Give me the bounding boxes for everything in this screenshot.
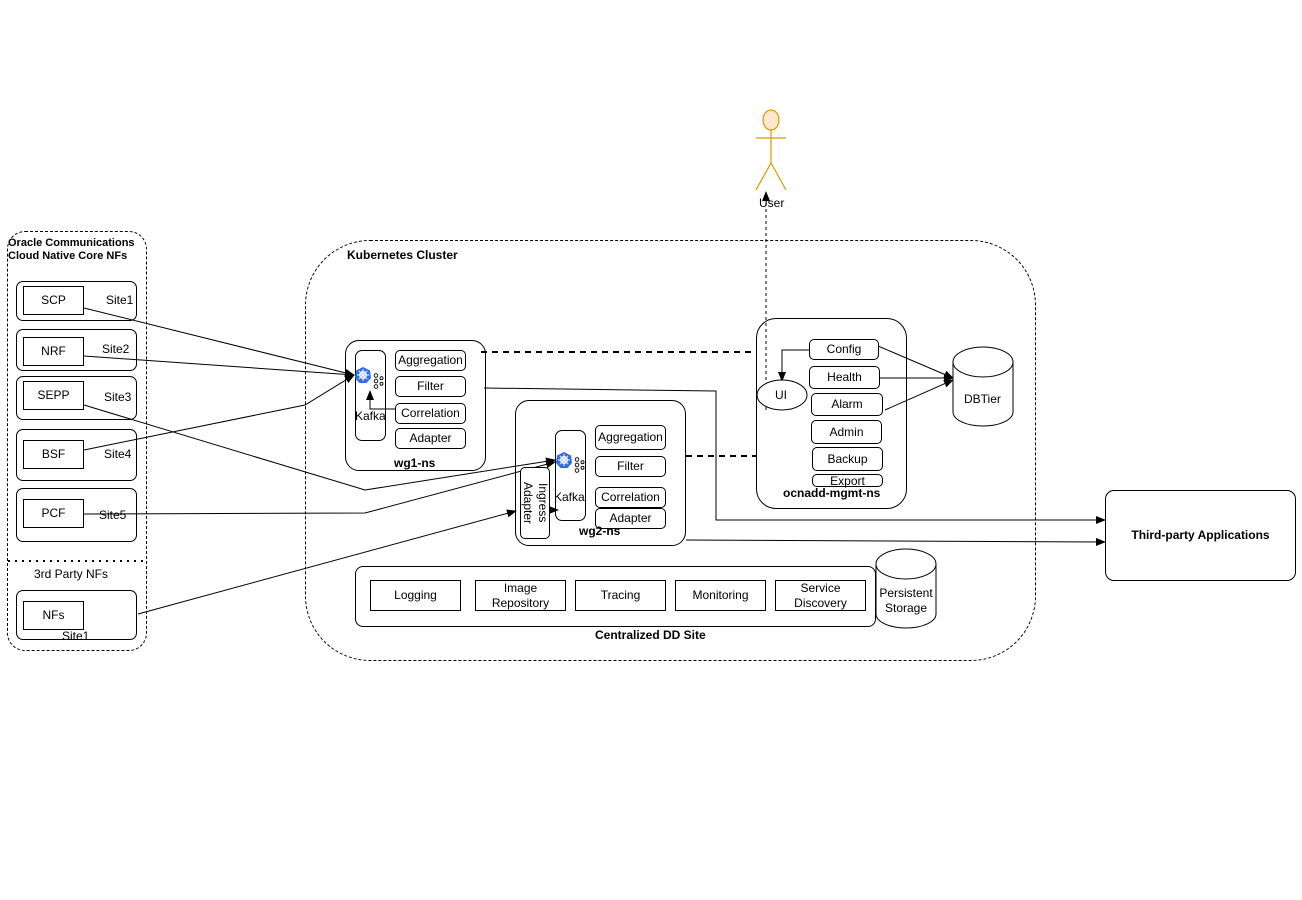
central-logging[interactable]: Logging: [370, 580, 461, 611]
mgmt-backup[interactable]: Backup: [812, 447, 883, 471]
wg1-filter[interactable]: Filter: [395, 376, 466, 397]
nf-site-pcf: [16, 488, 137, 542]
nf-nrf[interactable]: NRF: [23, 337, 84, 366]
nf-sepp-site: Site3: [104, 390, 132, 404]
edge-scp-wg1: [83, 307, 355, 377]
cluster-title: Kubernetes Cluster: [347, 248, 458, 262]
ui-ellipse: [756, 379, 808, 411]
mgmt-ui[interactable]: UI: [775, 388, 787, 402]
mgmt-name: ocnadd-mgmt-ns: [783, 486, 881, 500]
kafka-icon: [373, 373, 384, 389]
central-service-discovery[interactable]: Service Discovery: [775, 580, 866, 611]
centralized-dd-site: [355, 566, 876, 627]
nf-site-thirdparty: [16, 590, 137, 640]
third-party-nfs-label: 3rd Party NFs: [34, 567, 109, 581]
wg1-adapter[interactable]: Adapter: [395, 428, 466, 449]
dbtier-cylinder-icon: [952, 346, 1014, 427]
nf-panel-title-1: Oracle Communications: [8, 237, 135, 249]
wg2-correlation[interactable]: Correlation: [595, 487, 666, 508]
nf-pcf[interactable]: PCF: [23, 499, 84, 528]
wg1-kafka-label: Kafka: [355, 409, 386, 423]
central-image-repository[interactable]: Image Repository: [475, 580, 566, 611]
mgmt-export[interactable]: Export: [812, 474, 883, 487]
nf-thirdparty[interactable]: NFs: [23, 601, 84, 630]
nf-scp-site: Site1: [106, 293, 134, 307]
edge-alarm-db: [884, 379, 954, 411]
nf-sepp[interactable]: SEPP: [23, 381, 84, 410]
third-party-applications[interactable]: Third-party Applications: [1105, 490, 1296, 581]
edge-nfs-ingress: [137, 509, 517, 615]
storage-cylinder-icon: [875, 548, 937, 629]
nf-panel-title-2: Cloud Native Core NFs: [8, 250, 128, 262]
wg2-filter[interactable]: Filter: [595, 456, 666, 477]
mgmt-alarm[interactable]: Alarm: [811, 393, 883, 416]
nf-pcf-site: Site5: [99, 508, 127, 522]
wg2-ingress-adapter[interactable]: Ingress Adapter: [520, 467, 550, 539]
kafka-icon: [574, 457, 585, 473]
central-tracing[interactable]: Tracing: [575, 580, 666, 611]
persistent-storage-label: Persistent Storage: [879, 586, 933, 615]
user-actor-icon: [755, 109, 787, 191]
kubernetes-cluster: [305, 240, 1036, 661]
edge-nrf-wg1: [83, 355, 355, 379]
nf-nrf-site: Site2: [102, 342, 130, 356]
mgmt-admin[interactable]: Admin: [811, 420, 882, 444]
nf-thirdparty-site: Site1: [62, 629, 90, 643]
edge-config-db: [877, 345, 954, 379]
nf-scp[interactable]: SCP: [23, 286, 84, 315]
wg1-name: wg1-ns: [394, 456, 436, 470]
mgmt-health[interactable]: Health: [809, 366, 880, 389]
wg2-kafka-label: Kafka: [554, 490, 585, 504]
wg2-aggregation[interactable]: Aggregation: [595, 425, 666, 450]
nf-bsf-site: Site4: [104, 447, 132, 461]
wg2-adapter[interactable]: Adapter: [595, 508, 666, 529]
kubernetes-icon: [556, 452, 572, 468]
edge-sepp-wg2: [83, 404, 556, 491]
wg2-kafka[interactable]: [555, 430, 586, 521]
wg1-correlation[interactable]: Correlation: [395, 403, 466, 424]
edge-wg1-internal: [366, 390, 396, 410]
wg2-namespace: [515, 400, 686, 546]
nf-site-sepp: [16, 376, 137, 420]
mgmt-namespace: [756, 318, 907, 509]
nf-site-scp: [16, 281, 137, 321]
edge-pcf-wg2: [83, 460, 556, 515]
nf-site-bsf: [16, 429, 137, 481]
edge-config-ui: [778, 349, 810, 382]
dbtier-label: DBTier: [964, 392, 1001, 406]
nf-site-nrf: [16, 329, 137, 371]
edge-wg1-thirdparty: [483, 387, 1106, 524]
nf-bsf[interactable]: BSF: [23, 440, 84, 469]
mgmt-config[interactable]: Config: [809, 339, 879, 360]
centralized-title: Centralized DD Site: [595, 628, 706, 642]
wg1-namespace: [345, 340, 486, 471]
wg1-kafka[interactable]: [355, 350, 386, 441]
nf-panel: [7, 231, 147, 651]
wg1-aggregation[interactable]: Aggregation: [395, 350, 466, 371]
central-monitoring[interactable]: Monitoring: [675, 580, 766, 611]
wg2-name: wg2-ns: [579, 524, 621, 538]
kubernetes-icon: [355, 367, 371, 383]
user-label: User: [759, 196, 785, 210]
